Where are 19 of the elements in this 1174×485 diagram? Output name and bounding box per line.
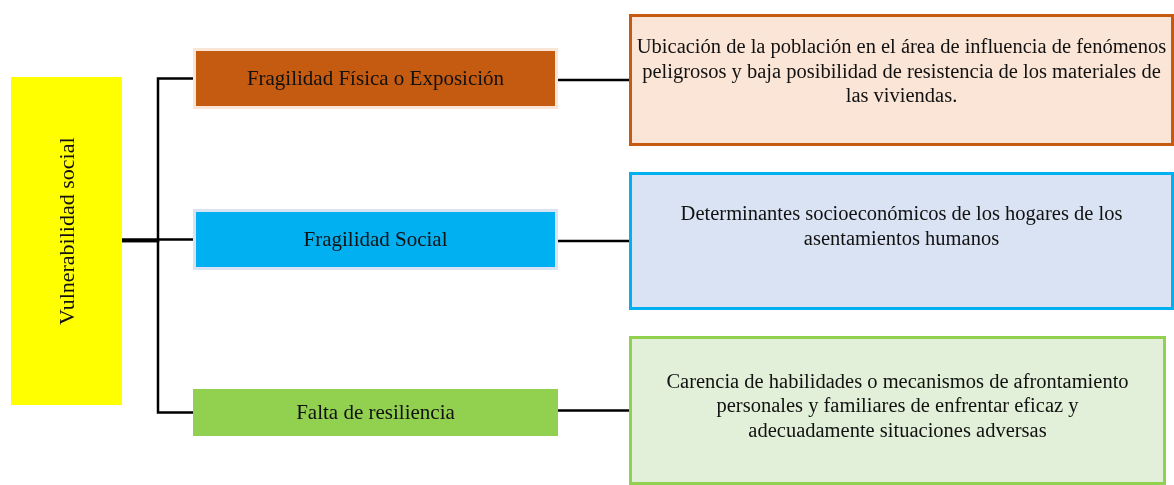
category-box (193, 209, 558, 270)
box-text: Determinantes socioeconómicos de los hogares de los asentamientos humanos (679, 201, 1124, 251)
category-box (11, 77, 122, 405)
connector-line (122, 238, 193, 241)
connector-line (122, 239, 193, 414)
description-box (629, 336, 1166, 485)
box-text: Ubicación de la población en el área de influencia de fenómenos peligrosos y baja posibilidad de resistencia de los materiales de las viviendas. (636, 34, 1167, 108)
description-box (629, 14, 1174, 146)
category-box (193, 389, 558, 436)
vertical-label: Vulnerabilidad social (53, 137, 80, 327)
box-text: Falta de resiliencia (296, 399, 455, 426)
box-text: Carencia de habilidades o mecanismos de afrontamiento personales y familiares de enfrentar eficaz y adecuadamente situaciones adversas (665, 368, 1130, 443)
box-text: Fragilidad Social (303, 226, 448, 253)
connector-line (558, 78, 629, 82)
connector-line (558, 409, 629, 412)
description-box (629, 172, 1174, 310)
category-box (193, 48, 558, 109)
connector-line (558, 239, 629, 243)
box-text: Fragilidad Física o Exposición (246, 65, 505, 92)
